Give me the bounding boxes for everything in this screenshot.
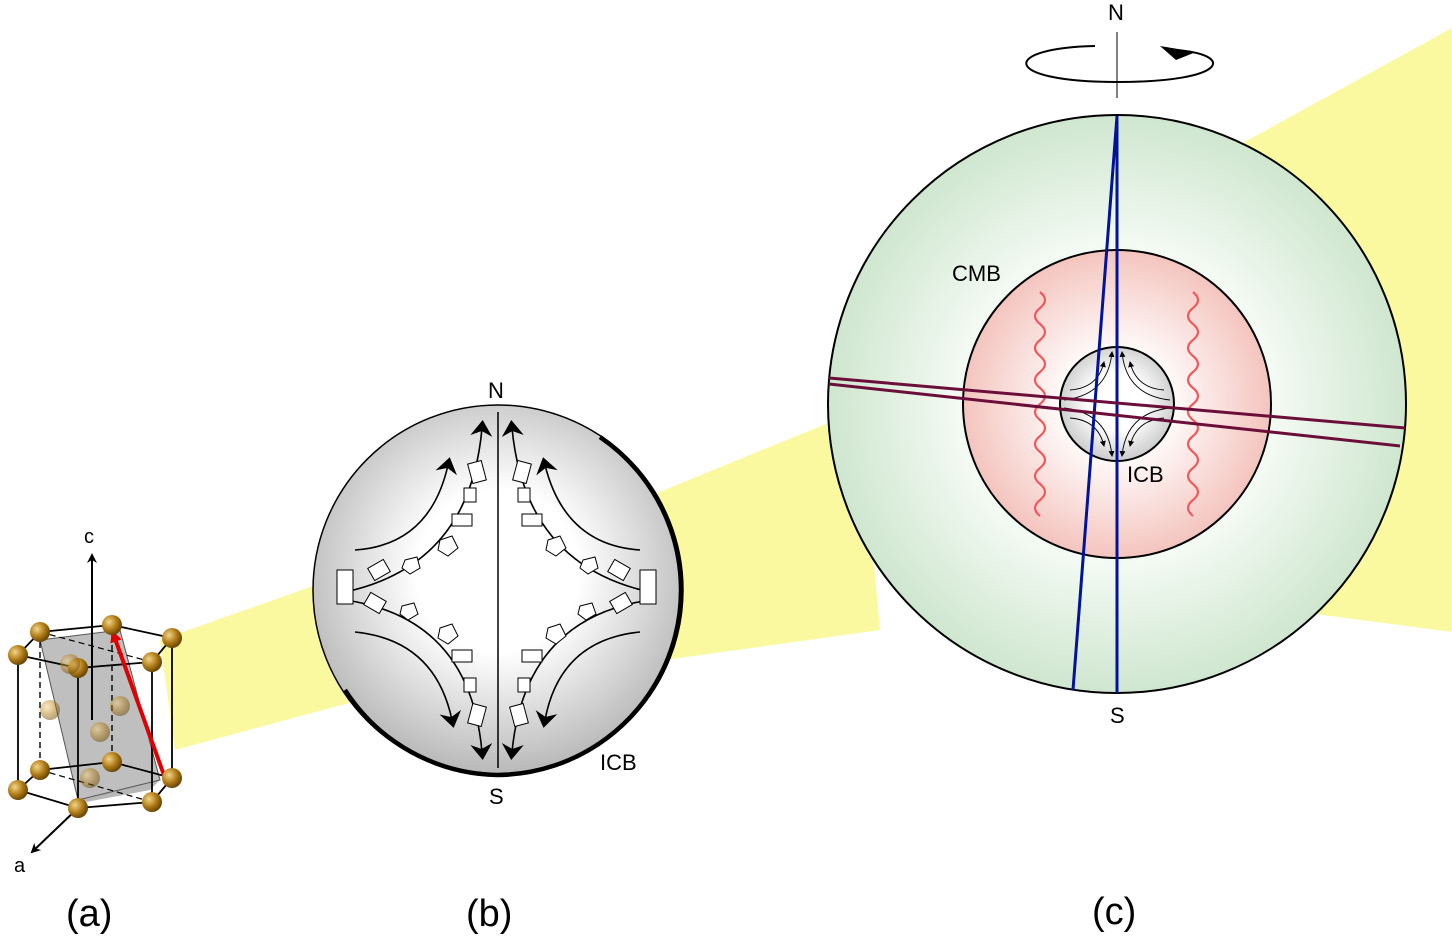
north-label-b: N [488, 378, 504, 403]
north-label-c: N [1108, 0, 1124, 25]
atom [102, 615, 122, 635]
south-label-c: S [1110, 703, 1125, 728]
atom-interior [110, 696, 130, 716]
convection-wave-left [1033, 291, 1047, 517]
icb-label-c: ICB [1127, 462, 1164, 487]
equatorial-ray-maroon-2 [828, 382, 1401, 448]
rotation-arrow [1025, 45, 1215, 84]
a-axis-label: a [14, 855, 26, 877]
convection-wave-right [1186, 291, 1200, 517]
atom [30, 760, 50, 780]
sphere-shadow-rim [343, 435, 684, 778]
atom-interior [90, 722, 110, 742]
atom [68, 798, 88, 818]
atom [8, 780, 28, 800]
atom [102, 752, 122, 772]
panel-a-label: (a) [66, 893, 112, 935]
crystal-grains [336, 459, 657, 728]
c-axis-label: c [84, 526, 94, 548]
polar-ray-blue-2 [1071, 115, 1119, 691]
atom [162, 628, 182, 648]
atom [30, 622, 50, 642]
a-axis-arrow [30, 807, 79, 854]
zoom-beam-a-to-b [160, 580, 360, 750]
panel-c-label: (c) [1092, 891, 1136, 933]
atom-interior [60, 654, 80, 674]
equatorial-ray-maroon-1 [828, 376, 1406, 430]
atom [8, 645, 28, 665]
zoom-beam-b-to-c [640, 410, 880, 660]
atom-interior [80, 768, 100, 788]
south-label-b: S [489, 784, 504, 809]
atom [142, 792, 162, 812]
panel-c-earth: N CMB ICB S (c) [827, 0, 1407, 933]
cmb-label: CMB [952, 261, 1001, 286]
atom-interior [40, 700, 60, 720]
panel-a-crystal-cell: c a (a) [8, 526, 182, 935]
icb-label-b: ICB [600, 750, 637, 775]
atom [142, 652, 162, 672]
panel-b-label: (b) [466, 893, 512, 935]
atoms [8, 615, 182, 818]
lattice-vector-red [110, 630, 167, 779]
atom [162, 768, 182, 788]
panel-b-inner-core: N S ICB [312, 378, 684, 935]
